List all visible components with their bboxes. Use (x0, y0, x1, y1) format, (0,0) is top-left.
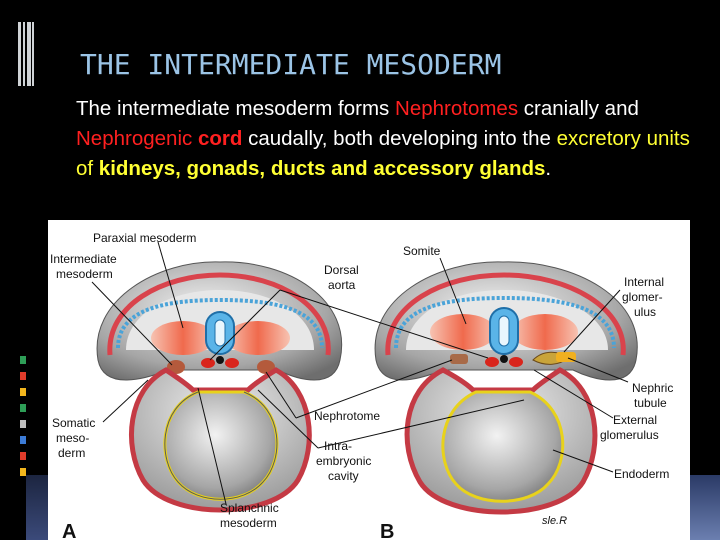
label-paraxial-mesoderm: Paraxial mesoderm (93, 231, 196, 245)
panel-label-a: A (62, 521, 76, 540)
text-cord: cord (197, 127, 243, 150)
panel-label-b: B (380, 521, 394, 540)
label-splanchnic-mesoderm-1: Splanchnic (220, 501, 279, 515)
decorative-strip (26, 475, 48, 540)
label-intermediate-mesoderm-2: mesoderm (56, 267, 113, 281)
label-somite: Somite (403, 244, 441, 258)
slide-body-text: The intermediate mesoderm forms Nephroto… (76, 94, 706, 184)
text-part: cranially and (518, 97, 639, 120)
label-internal-glomerulus-3: ulus (634, 305, 656, 319)
leader-lines (91, 241, 629, 505)
decorative-bars (18, 22, 34, 86)
label-dorsal-aorta-2: aorta (328, 278, 356, 292)
decorative-strip (690, 475, 720, 540)
label-somatic-mesoderm-3: derm (58, 446, 85, 460)
label-intermediate-mesoderm-1: Intermediate (50, 252, 117, 266)
label-external-glomerulus-2: glomerulus (600, 428, 659, 442)
text-part: caudally, both developing into the (242, 127, 557, 150)
label-internal-glomerulus-1: Internal (624, 275, 664, 289)
label-nephrotome: Nephrotome (314, 409, 380, 423)
label-splanchnic-mesoderm-2: mesoderm (220, 516, 277, 530)
label-somatic-mesoderm-2: meso- (56, 431, 89, 445)
embryo-cross-section-figure: Paraxial mesoderm Intermediate mesoderm … (48, 220, 690, 540)
decorative-side-marks (20, 356, 26, 486)
artist-signature: sle.R (542, 515, 567, 527)
text-nephrogenic: Nephrogenic (76, 127, 198, 150)
slide-title: THE INTERMEDIATE MESODERM (80, 48, 502, 81)
text-period: . (545, 157, 552, 180)
label-nephric-tubule-2: tubule (634, 396, 667, 410)
label-nephric-tubule-1: Nephric (632, 381, 673, 395)
label-internal-glomerulus-2: glomer- (622, 290, 663, 304)
label-intra-embryonic-cavity-1: Intra- (324, 439, 352, 453)
label-dorsal-aorta-1: Dorsal (324, 263, 359, 277)
label-endoderm: Endoderm (614, 467, 669, 481)
text-nephrotomes: Nephrotomes (395, 97, 519, 120)
label-intra-embryonic-cavity-2: embryonic (316, 454, 371, 468)
text-excretory-units: excretory units of (76, 127, 690, 180)
panel-a-drawing (96, 261, 343, 513)
panel-b-drawing (374, 261, 638, 515)
text-part: The intermediate mesoderm forms (76, 97, 396, 120)
figure-svg: Paraxial mesoderm Intermediate mesoderm … (50, 231, 673, 540)
label-external-glomerulus-1: External (613, 413, 657, 427)
label-intra-embryonic-cavity-3: cavity (328, 469, 359, 483)
label-somatic-mesoderm-1: Somatic (52, 416, 95, 430)
text-organs: kidneys, gonads, ducts and accessory gla… (98, 157, 546, 180)
